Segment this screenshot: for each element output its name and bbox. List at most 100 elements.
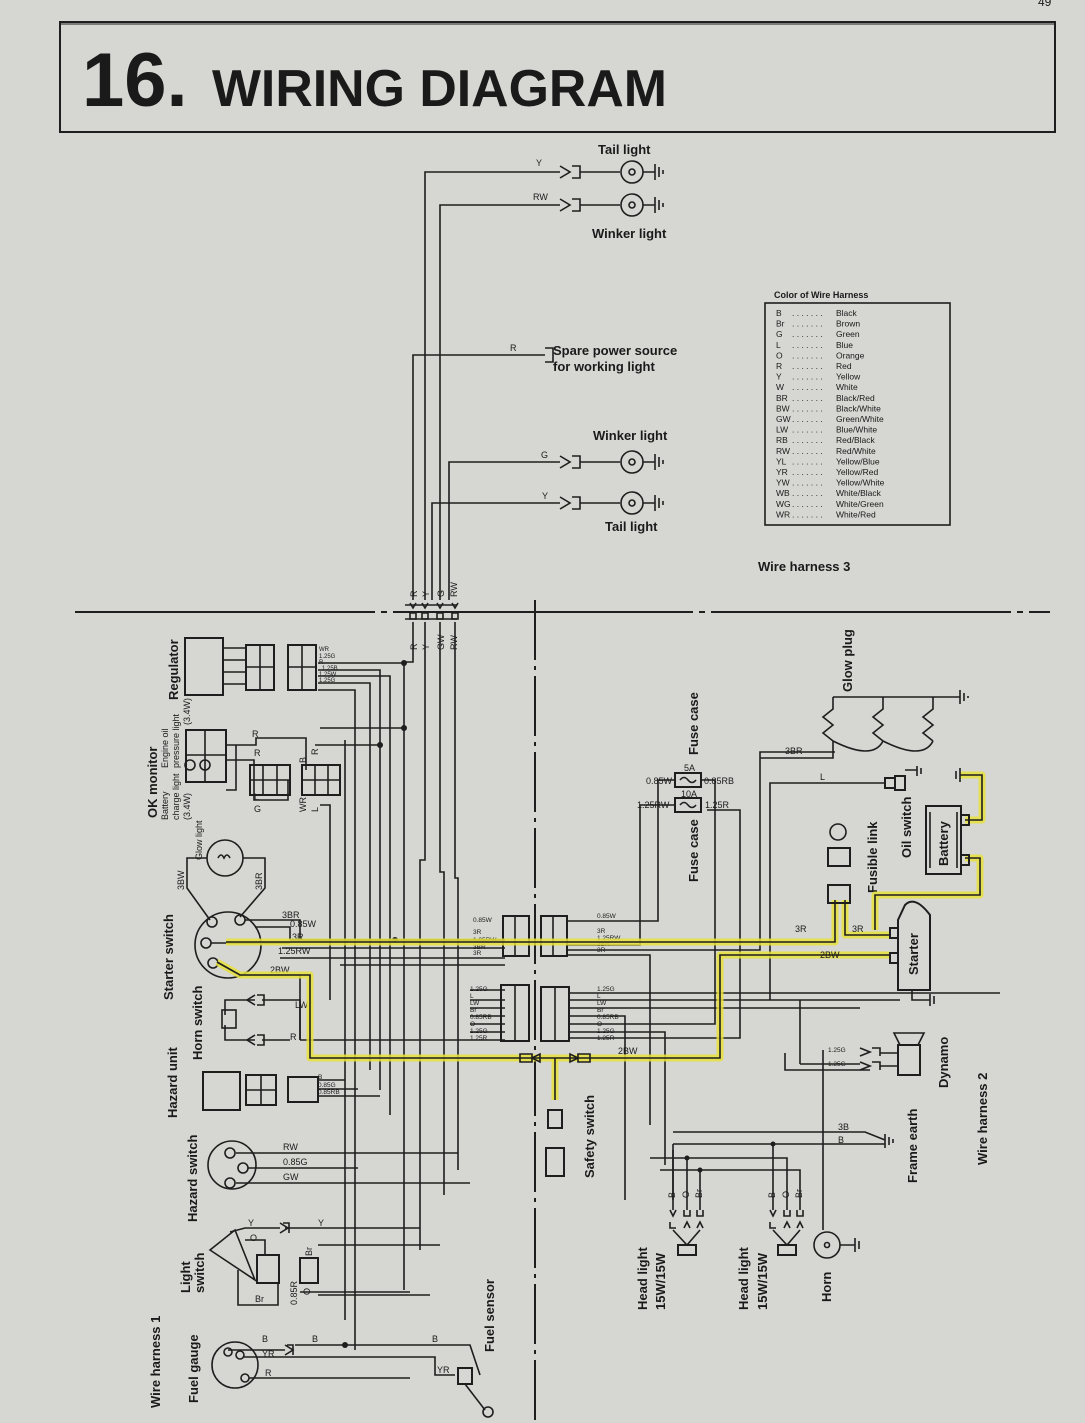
wire-label: 3B xyxy=(838,1122,849,1132)
legend-code: GW xyxy=(776,414,791,424)
fusible-link xyxy=(827,823,851,904)
legend-color: White/Black xyxy=(836,488,882,498)
wire-label: Br xyxy=(694,1189,704,1198)
wire-label: 2BW xyxy=(618,1046,638,1056)
wire-label: 3BR xyxy=(785,746,803,756)
wire-label: 0.85RB xyxy=(704,776,734,786)
page-number: 49 xyxy=(1038,0,1052,9)
wire-label: R xyxy=(409,643,419,650)
wire-harness-2-label: Wire harness 2 xyxy=(975,1073,990,1165)
wire-label: B xyxy=(667,1192,677,1198)
wire-label: RW xyxy=(283,1142,298,1152)
fuse-10a-label: 10A xyxy=(681,789,697,799)
wire-label: 1.25R xyxy=(470,1035,488,1042)
horn-label: Horn xyxy=(819,1272,834,1302)
title-box: 16. WIRING DIAGRAM xyxy=(59,21,1056,133)
connector-pin xyxy=(421,602,429,620)
tail-light-label: Tail light xyxy=(605,519,658,534)
legend-dots: . . . . . . . xyxy=(792,340,823,350)
legend-dots: . . . . . . . xyxy=(792,509,823,519)
legend-dots: . . . . . . . xyxy=(792,425,823,435)
section-number: 16. xyxy=(82,38,188,123)
fuse-case-label-2: Fuse case xyxy=(686,819,701,882)
wire-label: L xyxy=(254,792,259,802)
light-switch: Y Y O Br Br 0.85R O Light switch xyxy=(178,1218,440,1306)
safety-switch-label: Safety switch xyxy=(582,1095,597,1178)
wire-label: G xyxy=(541,450,548,460)
wire-label: O xyxy=(250,1233,257,1243)
wire-label: B xyxy=(312,1334,318,1344)
wire-label: 3R xyxy=(473,929,482,936)
wire-label: R xyxy=(310,748,320,755)
wire-label: 2BW xyxy=(820,950,840,960)
legend-dots: . . . . . . . xyxy=(792,308,823,318)
wire-label: Y xyxy=(542,491,548,501)
wire-label: Y xyxy=(536,158,542,168)
tail-light-top: Tail light xyxy=(559,142,664,184)
wire-label: R xyxy=(510,343,517,353)
wire-label: GW xyxy=(283,1172,299,1182)
legend-dots: . . . . . . . xyxy=(792,456,823,466)
wire-label: L xyxy=(820,772,825,782)
regulator-label: Regulator xyxy=(166,639,181,700)
head-light-label: Head light xyxy=(736,1246,751,1310)
legend-color: Yellow xyxy=(836,372,861,382)
legend-dots: . . . . . . . xyxy=(792,319,823,329)
wire-label: 1.25G xyxy=(470,986,488,993)
wire-label: 1.25W xyxy=(319,672,337,678)
light-switch-label: Light xyxy=(178,1261,193,1293)
wire-label: 1.25G xyxy=(319,678,336,684)
glow-light-label: Glow light xyxy=(194,820,204,860)
wire-label: 3R xyxy=(852,924,864,934)
wire-label: 0.85W xyxy=(597,913,617,920)
legend-code: W xyxy=(776,382,784,392)
wire-label: O xyxy=(681,1191,691,1198)
wire-label: 3R xyxy=(597,928,606,935)
legend-dots: . . . . . . . xyxy=(792,446,823,456)
battery-charge-label: Battery xyxy=(160,791,170,820)
dynamo-label: Dynamo xyxy=(936,1037,951,1088)
legend-code: Br xyxy=(776,319,785,329)
wire-harness-1-label: Wire harness 1 xyxy=(148,1316,163,1408)
battery-charge-wattage: (3.4W) xyxy=(182,793,192,820)
battery: Battery xyxy=(925,805,970,875)
wire-label: 3BR xyxy=(254,872,264,890)
legend-dots: . . . . . . . xyxy=(792,403,823,413)
legend-dots: . . . . . . . xyxy=(792,393,823,403)
hazard-switch: RW 0.85G GW Hazard switch xyxy=(185,1135,470,1222)
wire-label: RW xyxy=(533,192,548,202)
wire-label: 1.25B xyxy=(322,666,338,672)
wire-label: YR xyxy=(437,1365,450,1375)
wire-label: G xyxy=(436,590,446,597)
legend-code: R xyxy=(776,361,782,371)
legend-code: LW xyxy=(776,425,788,435)
wire-label: 0.85W xyxy=(646,776,673,786)
legend-code: YL xyxy=(776,456,787,466)
legend-color: White xyxy=(836,382,858,392)
wire-label: 0.85RB xyxy=(318,1089,340,1096)
wire-label: 2BW xyxy=(270,965,290,975)
wire-label: B xyxy=(298,757,308,763)
frame-earth-label: Frame earth xyxy=(905,1109,920,1183)
legend-dots: . . . . . . . xyxy=(792,372,823,382)
wire-label: Br xyxy=(794,1189,804,1198)
fuse-case: 5A 10A 0.85W 0.85RB 1.25RW 1.25R Fuse ca… xyxy=(637,692,734,882)
legend-dots: . . . . . . . xyxy=(792,329,823,339)
head-light-label: Head light xyxy=(635,1246,650,1310)
legend-code: Y xyxy=(776,372,782,382)
engine-oil-wattage: (3.4W) xyxy=(182,698,192,725)
wire-label: 0.85G xyxy=(283,1157,308,1167)
legend-color: Blue/White xyxy=(836,425,877,435)
spare-power-source: Spare power source for working light xyxy=(545,343,677,374)
legend-code: RW xyxy=(776,446,790,456)
fuel-sensor-label: Fuel sensor xyxy=(482,1279,497,1352)
wire-label: 3BW xyxy=(176,870,186,890)
wire-label: O xyxy=(302,1288,312,1295)
wire-label: GW xyxy=(436,634,446,650)
harness-3-connector: R Y G RW R Y GW RW xyxy=(405,582,459,650)
wire-label: 1.25R xyxy=(705,800,730,810)
legend-color: White/Green xyxy=(836,499,884,509)
wire-label: R xyxy=(319,660,324,666)
hazard-unit-label: Hazard unit xyxy=(165,1047,180,1118)
